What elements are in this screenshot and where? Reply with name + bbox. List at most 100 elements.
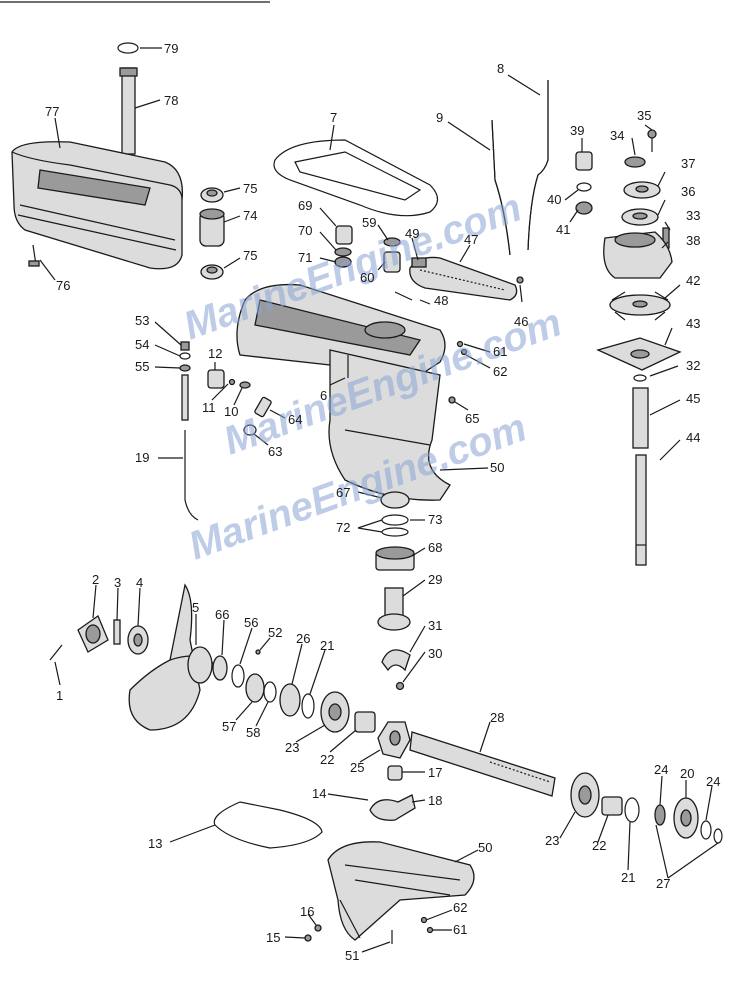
callout-7: 7 [330, 110, 337, 125]
callout-13: 13 [148, 836, 162, 851]
part-10-clip [239, 381, 251, 389]
part-75-grommet-bottom [200, 264, 224, 280]
part-21-oring-right [624, 797, 640, 823]
part-65-plug [448, 396, 456, 404]
part-16-washer [314, 924, 322, 932]
callout-24-right: 24 [706, 774, 720, 789]
callout-56: 56 [244, 615, 258, 630]
part-20-gear [673, 797, 699, 839]
callout-74: 74 [243, 208, 257, 223]
part-9-water-tube [491, 119, 511, 256]
part-62-washer-upper [460, 348, 468, 356]
callout-25: 25 [350, 760, 364, 775]
part-7-gasket [273, 139, 439, 217]
part-79-oring [117, 42, 139, 54]
part-41-grommet [575, 201, 593, 215]
part-25-clutch [377, 721, 411, 759]
part-8-water-tube [527, 80, 549, 251]
part-1-pin [49, 644, 63, 661]
callout-23-left: 23 [285, 740, 299, 755]
part-67-seal [380, 491, 410, 509]
callout-22-left: 22 [320, 752, 334, 767]
callout-67: 67 [336, 485, 350, 500]
callout-59: 59 [362, 215, 376, 230]
part-63-ring [243, 424, 257, 436]
part-36-cup [621, 208, 659, 226]
callout-21-left: 21 [320, 638, 334, 653]
part-21-oring-left [301, 693, 315, 719]
callout-62-upper: 62 [493, 364, 507, 379]
callout-34: 34 [610, 128, 624, 143]
callout-19: 19 [135, 450, 149, 465]
callout-75-top: 75 [243, 181, 257, 196]
callout-22-right: 22 [592, 838, 606, 853]
part-69-bushing [335, 225, 353, 245]
callout-52: 52 [268, 625, 282, 640]
callout-41: 41 [556, 222, 570, 237]
part-22-bearing-left [354, 711, 376, 733]
part-74-mount [199, 208, 225, 247]
part-66-washer [212, 655, 228, 681]
callout-73: 73 [428, 512, 442, 527]
callout-12: 12 [208, 346, 222, 361]
part-28-propshaft [409, 731, 556, 797]
part-68-bearing [375, 546, 415, 571]
part-24-washer-left [654, 804, 666, 826]
part-30-screw [395, 681, 405, 691]
part-44-driveshaft [635, 454, 647, 566]
part-22-bearing-right [601, 796, 623, 816]
part-24-washer-right [700, 820, 712, 840]
callout-63: 63 [268, 444, 282, 459]
callout-50-lower: 50 [478, 840, 492, 855]
callout-23-right: 23 [545, 833, 559, 848]
part-72-shim [381, 527, 409, 537]
part-40-oring [576, 182, 592, 192]
callout-54: 54 [135, 337, 149, 352]
callout-72: 72 [336, 520, 350, 535]
part-32-oring [633, 374, 647, 382]
callout-labels: 79 78 77 76 75 74 75 7 69 70 71 59 49 60… [45, 41, 720, 963]
callout-3: 3 [114, 575, 121, 590]
part-4-washer [127, 625, 149, 655]
part-49-clip [411, 257, 427, 268]
part-11-screw [228, 378, 236, 386]
callout-36: 36 [681, 184, 695, 199]
callout-65: 65 [465, 411, 479, 426]
callout-30: 30 [428, 646, 442, 661]
part-17-pin [387, 765, 403, 781]
part-73-oring [381, 514, 409, 526]
part-61-screw-upper [456, 340, 464, 348]
callout-76: 76 [56, 278, 70, 293]
callout-35: 35 [637, 108, 651, 123]
callout-42: 42 [686, 273, 700, 288]
callout-18: 18 [428, 793, 442, 808]
callout-32: 32 [686, 358, 700, 373]
part-57-washer [245, 673, 265, 703]
callout-33: 33 [686, 208, 700, 223]
part-61-screw-lower [426, 926, 434, 934]
part-62-washer-lower [420, 916, 428, 924]
part-76-bolt [28, 244, 40, 267]
callout-55: 55 [135, 359, 149, 374]
part-31-clip [381, 649, 411, 672]
callout-66: 66 [215, 607, 229, 622]
part-64-pin [254, 396, 272, 418]
callout-21-right: 21 [621, 870, 635, 885]
callout-51: 51 [345, 948, 359, 963]
callout-46: 46 [514, 314, 528, 329]
part-15-screw [304, 934, 312, 942]
callout-64: 64 [288, 412, 302, 427]
part-70-washer [334, 247, 352, 257]
callout-37: 37 [681, 156, 695, 171]
callout-27: 27 [656, 876, 670, 891]
part-3-pin [113, 619, 121, 645]
part-78-tube [119, 67, 138, 155]
callout-47: 47 [464, 232, 478, 247]
part-50-gearcase-lower [327, 841, 475, 941]
part-46-screw [516, 276, 524, 284]
part-53-cap [180, 341, 190, 351]
part-77-exhaust-housing [11, 141, 184, 270]
part-52-pin [255, 649, 261, 655]
callout-70: 70 [298, 223, 312, 238]
